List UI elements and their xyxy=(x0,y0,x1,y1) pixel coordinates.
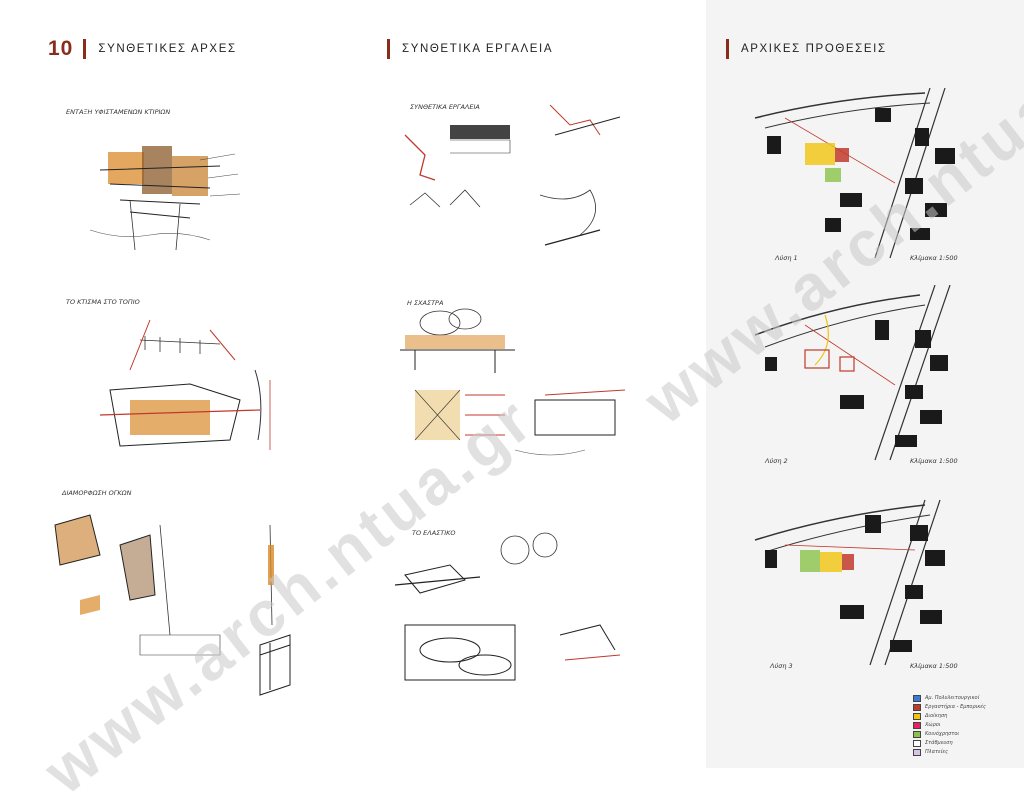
sketch-drawing xyxy=(404,104,621,246)
header-divider xyxy=(726,39,729,59)
sketch-principles-3: ΔΙΑΜΟΡΦΩΣΗ ΟΓΚΩΝ xyxy=(40,485,300,710)
site-plan-scale: Κλίμακα 1:500 xyxy=(910,254,958,262)
legend-item: Πλατείες xyxy=(913,748,1013,756)
sketch-caption: ΣΥΝΘΕΤΙΚΑ ΕΡΓΑΛΕΙΑ xyxy=(410,103,480,111)
legend-label: Διοίκηση xyxy=(925,713,948,719)
legend-swatch xyxy=(913,694,921,702)
legend-swatch xyxy=(913,721,921,729)
legend-swatch xyxy=(913,730,921,738)
legend-item: Αμ. Πολυλειτουργικοί xyxy=(913,694,1013,702)
sketch-caption: ΤΟ ΚΤΙΣΜΑ ΣΤΟ ΤΟΠΙΟ xyxy=(66,298,140,306)
legend-item: Διοίκηση xyxy=(913,712,1013,720)
legend-swatch xyxy=(913,712,921,720)
site-plan-scale: Κλίμακα 1:500 xyxy=(910,662,958,670)
sketch-caption: Η ΣΧΑΣΤΡΑ xyxy=(407,299,444,307)
site-plan-drawing xyxy=(754,499,945,666)
sketch-tools-3: ΤΟ ΕΛΑΣΤΙΚΟ xyxy=(390,515,640,695)
legend-label: Χώροι xyxy=(925,722,941,728)
site-plan-caption: Λύση 2 xyxy=(765,457,788,465)
section-title-principles: ΣΥΝΘΕΤΙΚΕΣ ΑΡΧΕΣ xyxy=(98,43,237,55)
legend-swatch xyxy=(913,739,921,747)
site-plan-drawing xyxy=(754,88,955,259)
legend-item: Κοινόχρηστοι xyxy=(913,730,1013,738)
page-number: 10 xyxy=(48,37,74,60)
header-divider xyxy=(83,39,87,59)
site-plan-drawing xyxy=(754,285,951,461)
site-plan-2: Λύση 2 Κλίμακα 1:500 xyxy=(745,285,975,470)
legend-swatch xyxy=(913,703,921,711)
legend-label: Στάθμευση xyxy=(925,740,953,746)
site-plan-caption: Λύση 3 xyxy=(770,662,793,670)
sketch-drawing xyxy=(54,514,291,696)
header-divider xyxy=(387,39,390,59)
legend-swatch xyxy=(913,748,921,756)
site-plan-caption: Λύση 1 xyxy=(775,254,798,262)
sketch-tools-1: ΣΥΝΘΕΤΙΚΑ ΕΡΓΑΛΕΙΑ xyxy=(390,95,640,280)
legend-item: Εργαστήρια - Εμπορικές xyxy=(913,703,1013,711)
site-plan-3: Λύση 3 Κλίμακα 1:500 xyxy=(745,490,975,675)
sketch-caption: ΕΝΤΑΞΗ ΥΦΙΣΤΑΜΕΝΩΝ ΚΤΙΡΙΩΝ xyxy=(66,108,171,116)
section-title-intentions: ΑΡΧΙΚΕΣ ΠΡΟΘΕΣΕΙΣ xyxy=(741,43,887,55)
site-plan-scale: Κλίμακα 1:500 xyxy=(910,457,958,465)
sketch-caption: ΔΙΑΜΟΡΦΩΣΗ ΟΓΚΩΝ xyxy=(62,489,132,497)
header-section-3: ΑΡΧΙΚΕΣ ΠΡΟΘΕΣΕΙΣ xyxy=(726,38,887,60)
legend-item: Χώροι xyxy=(913,721,1013,729)
legend-label: Εργαστήρια - Εμπορικές xyxy=(925,704,986,710)
sketch-principles-2: ΤΟ ΚΤΙΣΜΑ ΣΤΟ ΤΟΠΙΟ xyxy=(60,290,300,470)
site-plan-1: Λύση 1 Κλίμακα 1:500 xyxy=(745,88,975,268)
sketch-caption: ΤΟ ΕΛΑΣΤΙΚΟ xyxy=(412,529,456,537)
sketch-drawing xyxy=(99,319,271,450)
legend-label: Κοινόχρηστοι xyxy=(925,731,960,737)
header-section-1: 10 ΣΥΝΘΕΤΙΚΕΣ ΑΡΧΕΣ xyxy=(48,37,237,60)
sketch-drawing xyxy=(394,532,621,681)
sketch-principles-1: ΕΝΤΑΞΗ ΥΦΙΣΤΑΜΕΝΩΝ ΚΤΙΡΙΩΝ xyxy=(60,100,260,270)
section-title-tools: ΣΥΝΘΕΤΙΚΑ ΕΡΓΑΛΕΙΑ xyxy=(402,43,554,55)
legend-label: Πλατείες xyxy=(925,749,949,755)
right-page-background xyxy=(706,0,1024,768)
header-section-2: ΣΥΝΘΕΤΙΚΑ ΕΡΓΑΛΕΙΑ xyxy=(387,38,553,60)
sketch-drawing xyxy=(400,308,626,456)
legend-label: Αμ. Πολυλειτουργικοί xyxy=(925,695,980,701)
legend-item: Στάθμευση xyxy=(913,739,1013,747)
sketch-tools-2: Η ΣΧΑΣΤΡΑ xyxy=(385,295,640,470)
sketch-drawing xyxy=(89,146,241,251)
